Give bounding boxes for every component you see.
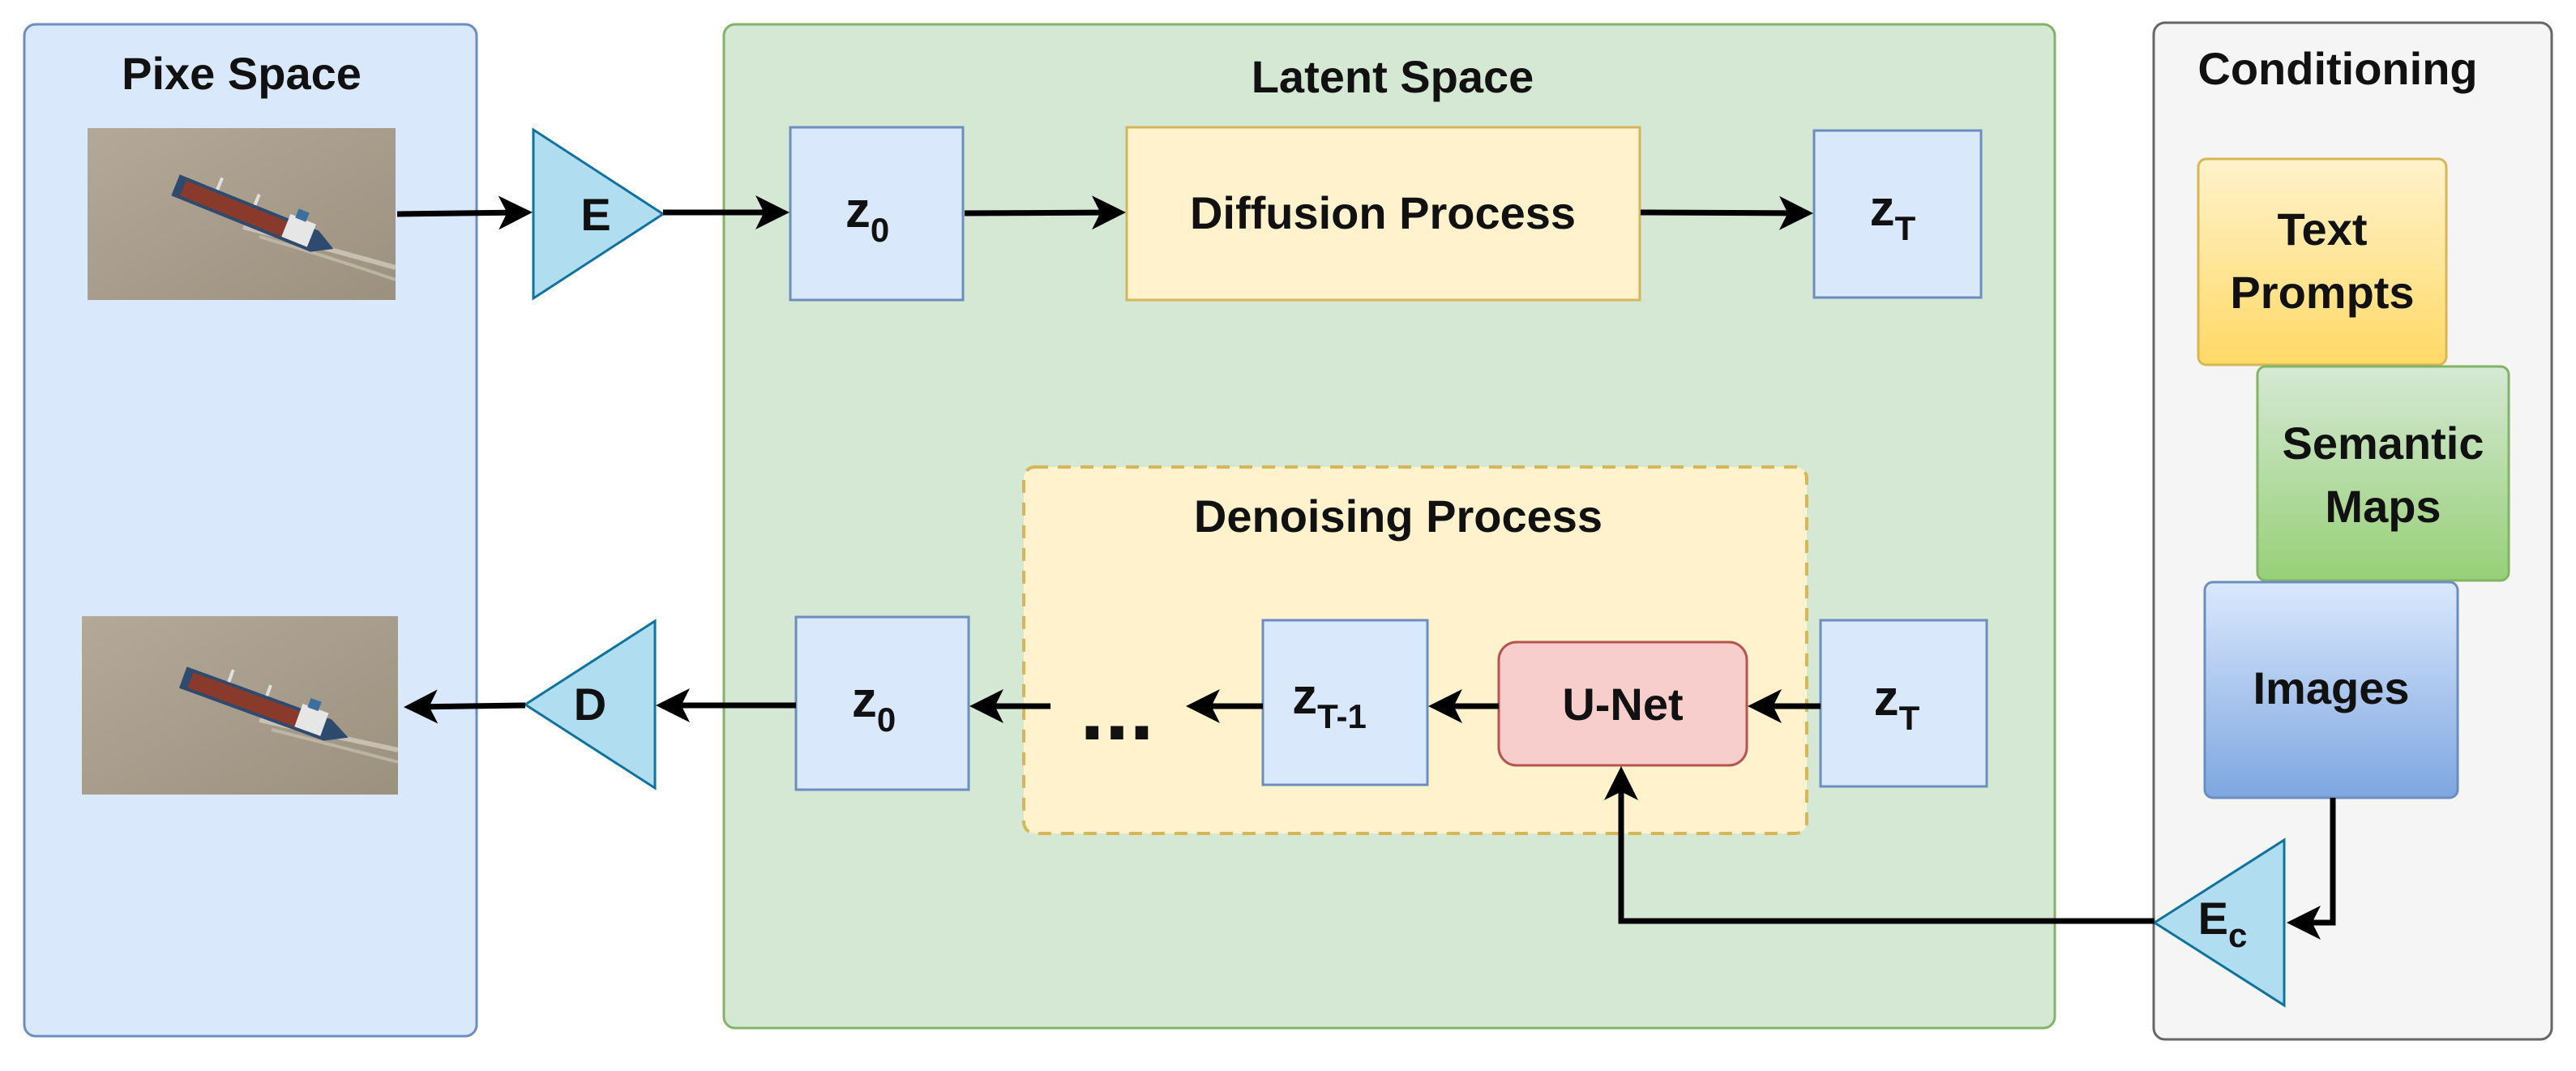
input-ship-image — [88, 128, 396, 300]
latent-z0-bottom-box: z0 — [794, 615, 970, 791]
edge-images-to-condition-encoder — [2287, 798, 2336, 940]
svg-text:z0: z0 — [845, 182, 889, 249]
diffusion-process-label: Diffusion Process — [1190, 187, 1576, 238]
semantic-maps-line1: Semantic — [2283, 418, 2484, 469]
latent-z0-top-subscript: 0 — [871, 211, 889, 249]
edge-z0-to-diffusion — [964, 195, 1126, 230]
svg-text:zT: zT — [1874, 670, 1920, 737]
latent-zT-bottom-box: zT — [1819, 619, 1988, 788]
edge-image-to-encoder — [396, 195, 533, 230]
edge-decoder-to-image — [404, 689, 526, 724]
latent-zT-top-base: z — [1870, 181, 1895, 237]
svg-text:zT: zT — [1870, 181, 1916, 247]
svg-text:zT-1: zT-1 — [1292, 669, 1367, 735]
output-ship-image — [82, 616, 399, 795]
diffusion-process-box: Diffusion Process — [1125, 126, 1641, 302]
edge-condition-encoder-to-unet — [1604, 766, 2155, 924]
unet-box: U-Net — [1497, 640, 1748, 767]
text-prompts-line1: Text — [2278, 203, 2368, 255]
decoder-triangle: D — [523, 619, 657, 790]
latent-zT1-box: zT-1 — [1261, 619, 1429, 786]
text-prompts-box: Text Prompts — [2197, 157, 2448, 366]
images-box: Images — [2203, 580, 2459, 799]
semantic-maps-box: Semantic Maps — [2256, 365, 2510, 582]
encoder-label: E — [580, 189, 610, 240]
images-label: Images — [2253, 662, 2410, 713]
decoder-label: D — [574, 679, 606, 730]
latent-z0-bottom-subscript: 0 — [877, 700, 896, 739]
latent-zT-bottom-base: z — [1874, 670, 1899, 726]
latent-z0-bottom-base: z — [852, 672, 877, 728]
condition-encoder-triangle: Ec — [2152, 838, 2286, 1008]
ellipsis: ... — [1080, 659, 1154, 759]
pixel-space-title: Pixe Space — [122, 48, 362, 99]
unet-label: U-Net — [1562, 679, 1683, 730]
denoising-process-title: Denoising Process — [1194, 491, 1603, 542]
condition-encoder-subscript: c — [2228, 916, 2247, 954]
latent-zT-top-subscript: T — [1895, 209, 1916, 247]
edge-diffusion-to-zT — [1640, 195, 1813, 230]
conditioning-title: Conditioning — [2197, 43, 2477, 94]
text-prompts-line2: Prompts — [2230, 267, 2414, 318]
svg-text:Ec: Ec — [2198, 893, 2248, 954]
latent-space-title: Latent Space — [1252, 51, 1534, 102]
condition-encoder-label: E — [2198, 893, 2228, 944]
svg-text:z0: z0 — [852, 672, 896, 739]
latent-zT1-base: z — [1292, 669, 1317, 725]
latent-z0-top-box: z0 — [789, 126, 965, 302]
encoder-triangle: E — [532, 127, 665, 301]
latent-zT-top-box: zT — [1812, 129, 1983, 299]
latent-z0-top-base: z — [845, 182, 871, 238]
latent-zT-bottom-subscript: T — [1899, 699, 1920, 737]
latent-zT1-subscript: T-1 — [1317, 697, 1367, 735]
semantic-maps-line2: Maps — [2325, 481, 2441, 532]
